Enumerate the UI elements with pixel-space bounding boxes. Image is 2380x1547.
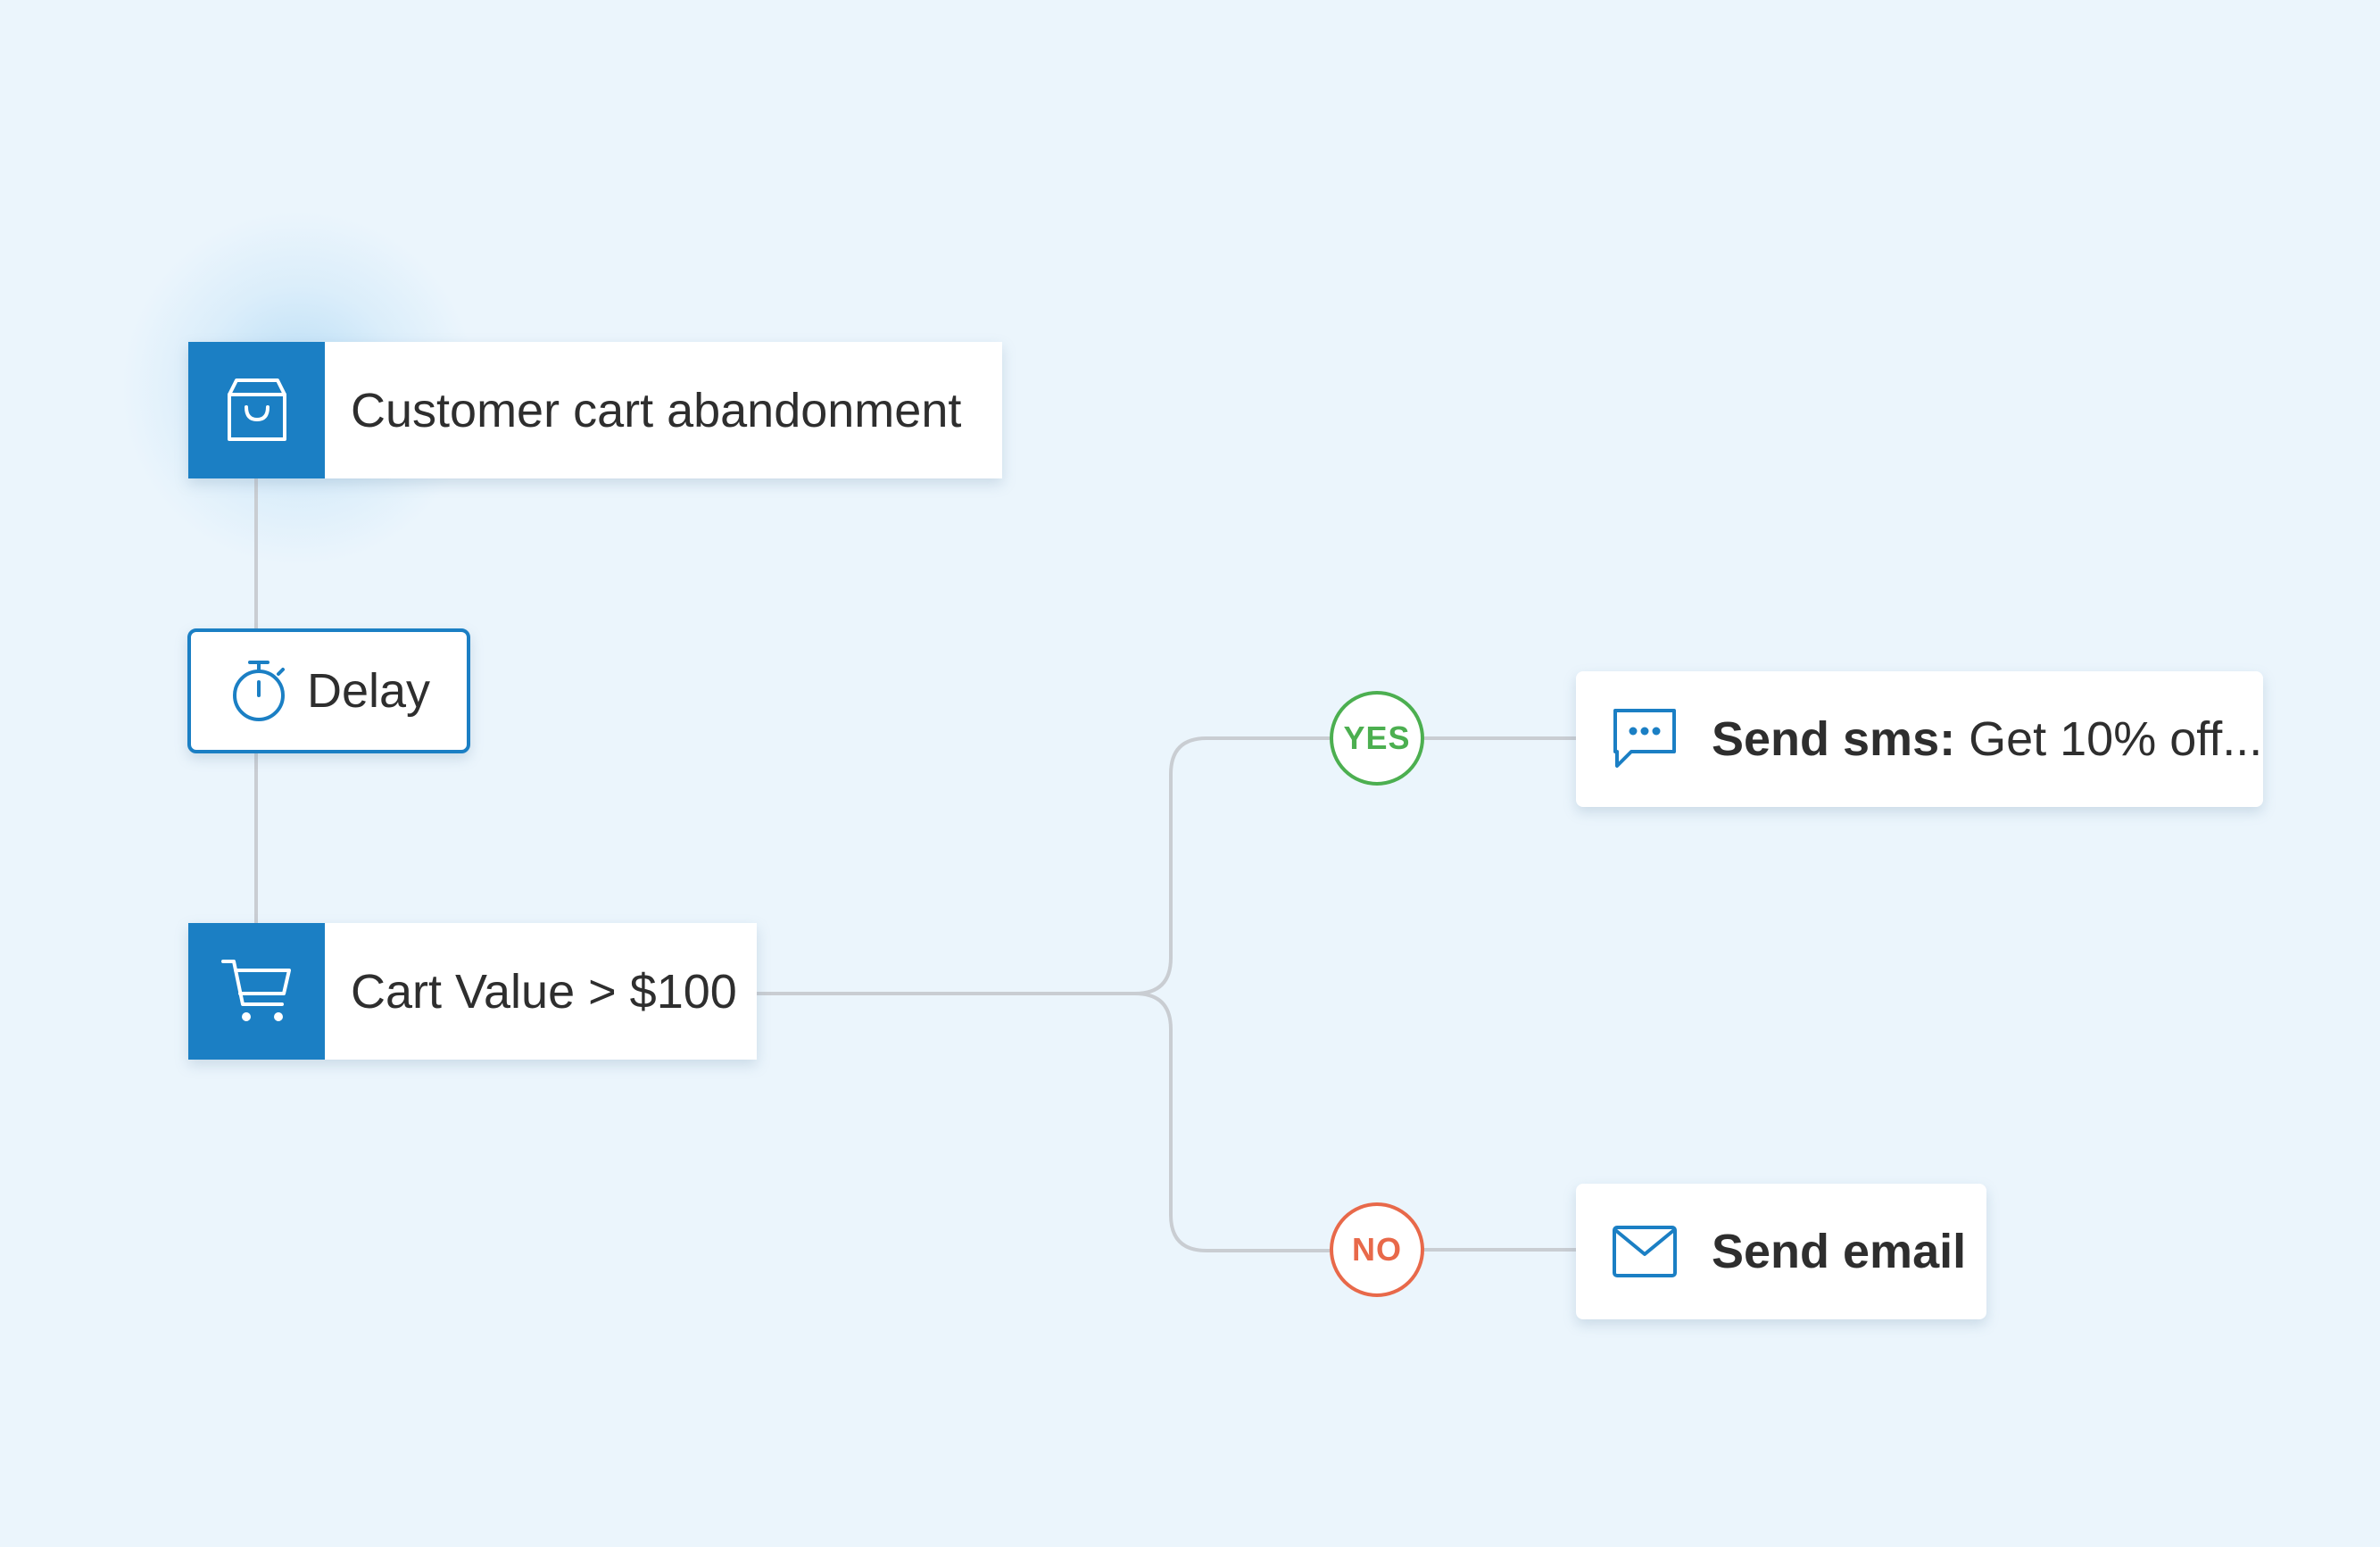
shopping-bag-icon: [227, 378, 286, 441]
delay-node[interactable]: Delay: [187, 628, 470, 753]
shopping-cart-icon: [220, 959, 291, 1021]
envelope-icon: [1613, 1226, 1677, 1277]
stopwatch-icon: [233, 661, 285, 721]
condition-label: Cart Value > $100: [351, 964, 737, 1019]
send-sms-text: Get 10% off...: [1955, 712, 2263, 766]
trigger-node[interactable]: Customer cart abandonment: [188, 342, 1002, 478]
send-email-node[interactable]: Send email: [1576, 1184, 1986, 1319]
condition-node[interactable]: Cart Value > $100: [188, 923, 757, 1060]
send-email-label: Send email: [1712, 1225, 1967, 1278]
trigger-icon-block: [188, 342, 325, 478]
delay-label: Delay: [307, 664, 431, 718]
yes-branch-badge: YES: [1330, 691, 1424, 786]
connector-condition-no: [1134, 992, 1330, 1252]
send-sms-prefix: Send sms:: [1712, 712, 1956, 766]
send-sms-node[interactable]: Send sms: Get 10% off...: [1576, 671, 2263, 807]
condition-icon-block: [188, 923, 325, 1060]
trigger-label: Customer cart abandonment: [351, 383, 962, 437]
connector-condition-yes: [696, 736, 1330, 995]
no-branch-badge: NO: [1330, 1202, 1424, 1297]
send-sms-label: Send sms: Get 10% off...: [1678, 711, 2262, 767]
chat-bubble-icon: [1613, 709, 1676, 768]
